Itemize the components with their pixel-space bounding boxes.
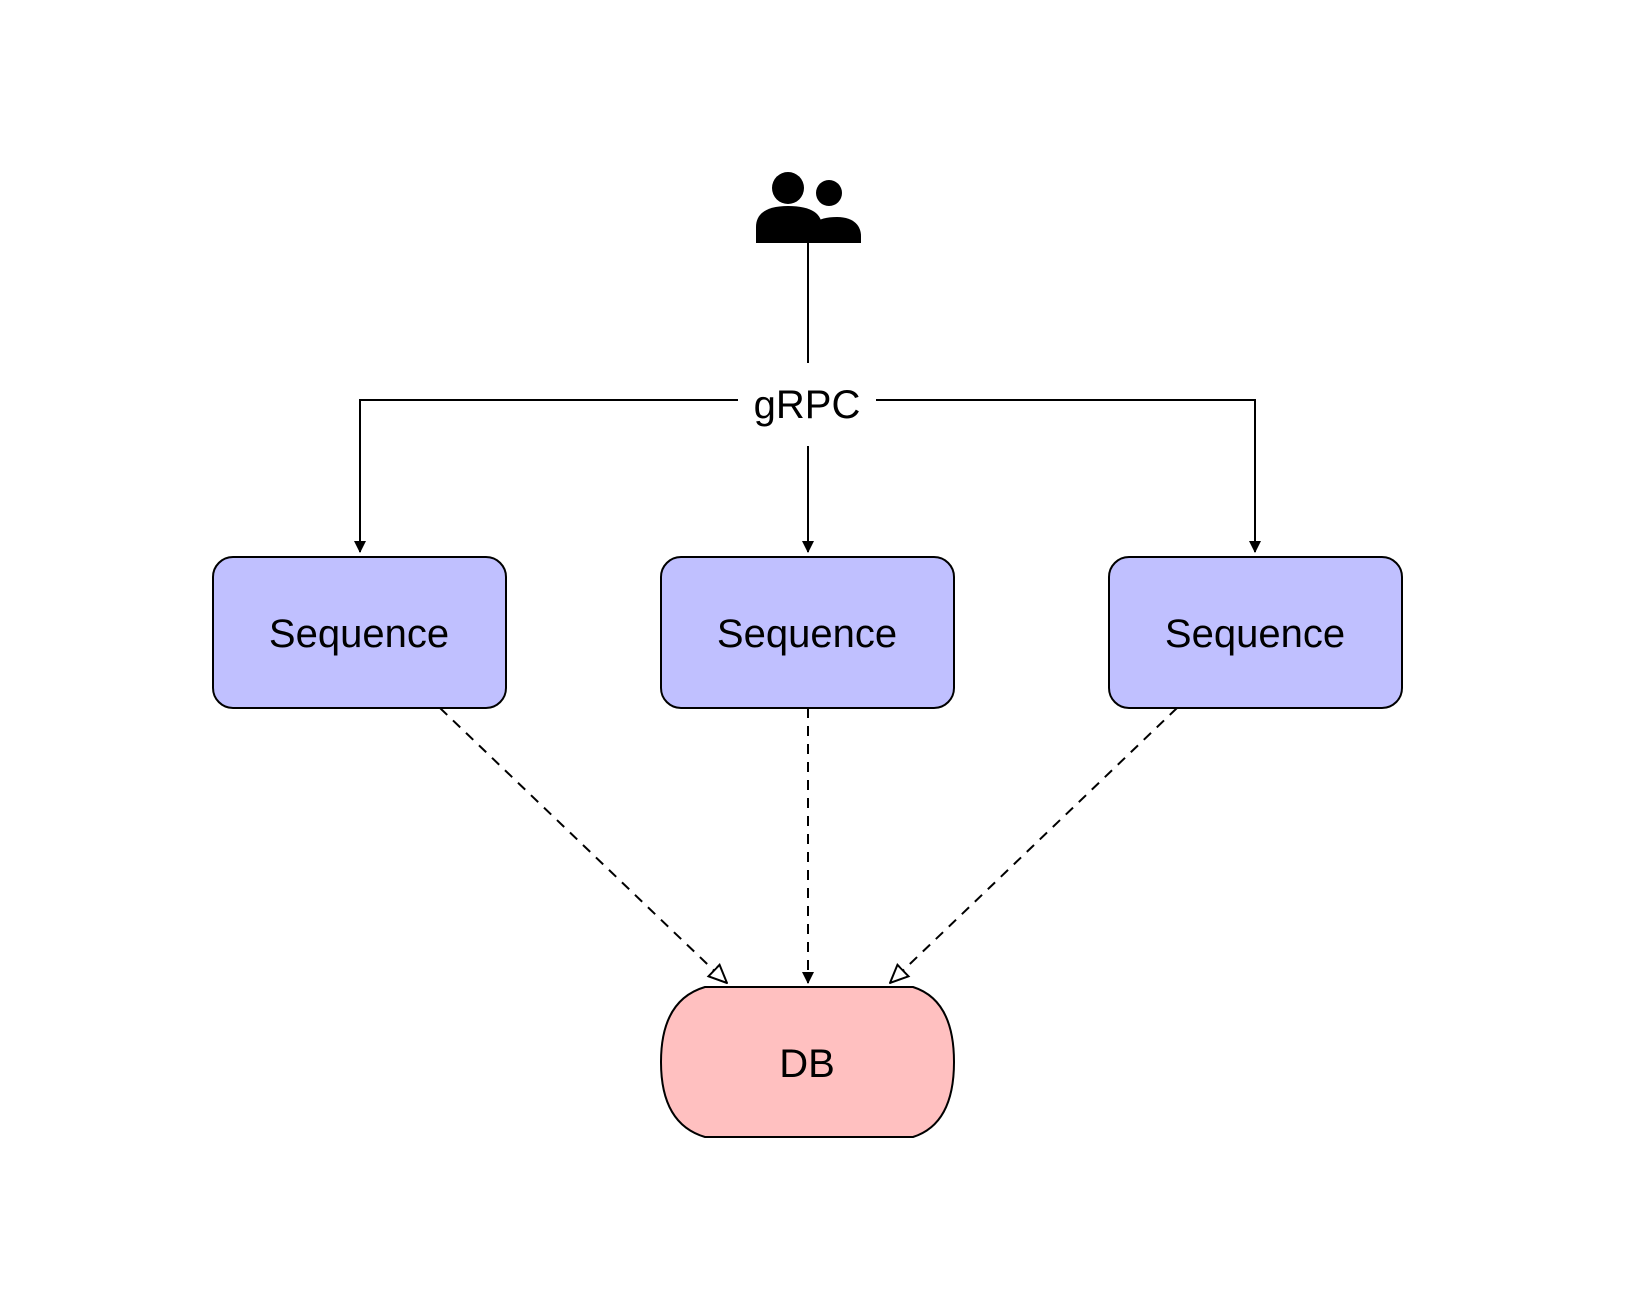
grpc-to-left-sequence-edge <box>354 399 738 553</box>
db-node[interactable]: DB <box>659 986 956 1138</box>
grpc-label: gRPC <box>754 383 861 427</box>
sequence-node-left-label: Sequence <box>269 612 449 656</box>
sequence-node-right[interactable]: Sequence <box>1108 556 1403 709</box>
grpc-to-right-sequence-edge <box>876 399 1261 553</box>
right-sequence-to-db-edge <box>890 707 1178 983</box>
sequence-node-left-box <box>212 556 507 709</box>
left-sequence-to-db-edge <box>439 707 727 983</box>
sequence-node-right-label: Sequence <box>1165 612 1345 656</box>
grpc-connector <box>354 243 1261 553</box>
sequence-node-center-label: Sequence <box>717 612 897 656</box>
sequence-node-center[interactable]: Sequence <box>660 556 955 709</box>
sequence-node-right-box <box>1108 556 1403 709</box>
db-node-shape <box>659 986 956 1138</box>
sequence-node-left[interactable]: Sequence <box>212 556 507 709</box>
users-icon <box>756 172 861 243</box>
db-node-label: DB <box>779 1042 835 1086</box>
db-connectors <box>439 707 1178 983</box>
